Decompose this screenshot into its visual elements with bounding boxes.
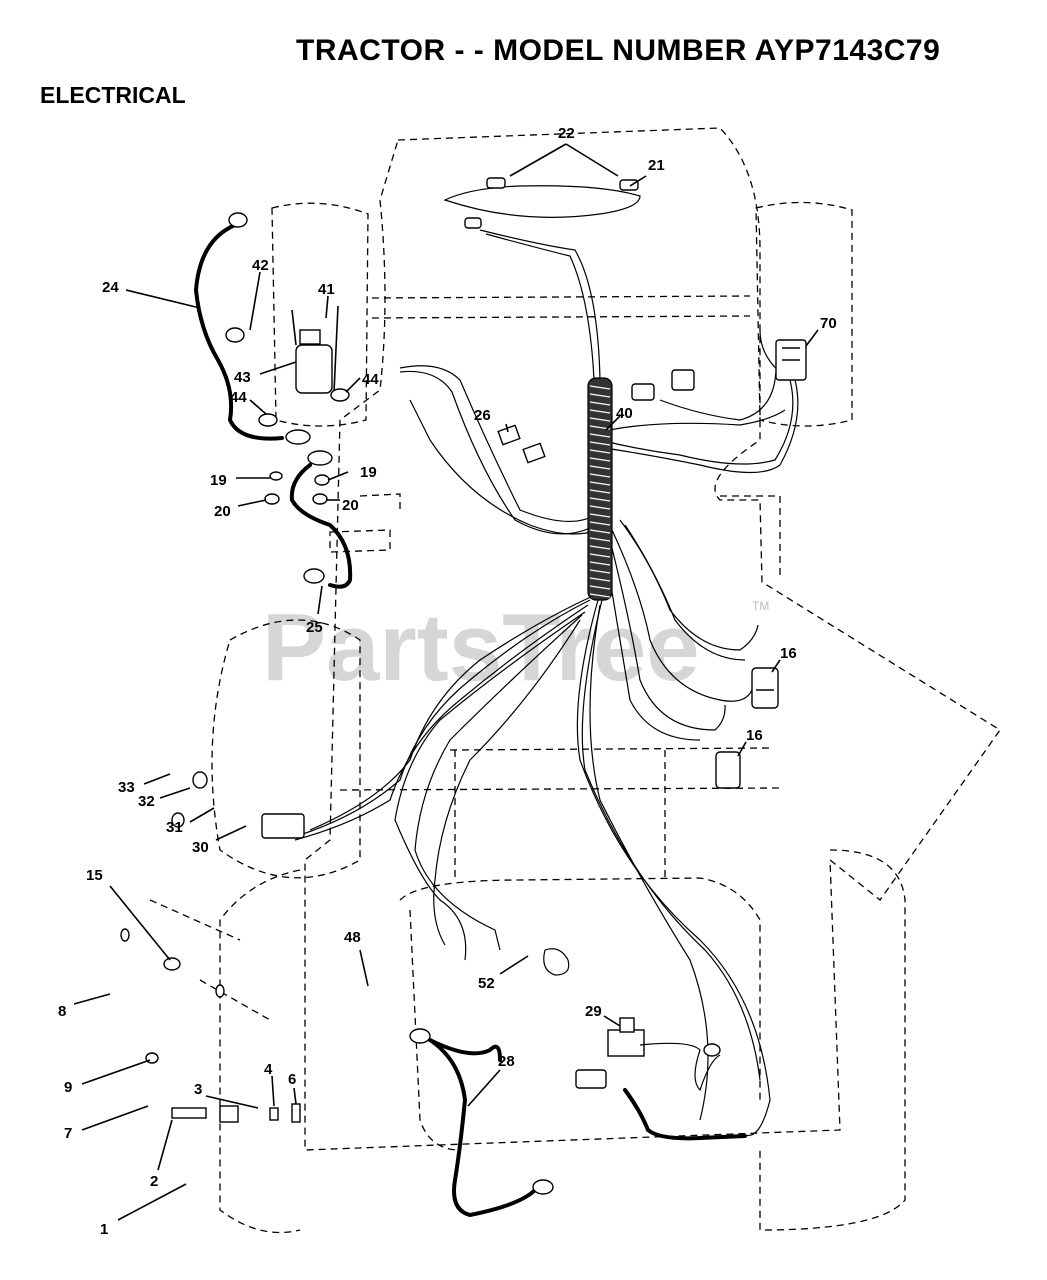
callout-40: 40 [616, 405, 633, 422]
conduit-rib [589, 481, 611, 486]
section-heading: ELECTRICAL [40, 82, 186, 108]
conduit-rib [589, 449, 611, 454]
conduit-rib [589, 473, 611, 478]
fuse-holder-26 [497, 424, 546, 464]
conduit-rib [589, 401, 611, 406]
conduit-rib [589, 521, 611, 526]
cable-terminal-ring [532, 1179, 554, 1195]
battery-cable-28 [428, 1038, 537, 1218]
conduit-rib [589, 545, 611, 550]
conduit-rib [589, 513, 611, 518]
conduit-rib [589, 385, 611, 390]
conduit-rib [589, 393, 611, 398]
callout-41: 41 [318, 281, 335, 298]
callout-21: 21 [648, 157, 665, 174]
switch-29 [575, 1017, 721, 1092]
callout-70: 70 [820, 315, 837, 332]
conduit-rib [589, 441, 611, 446]
conduit-rib [589, 593, 611, 598]
callout-25: 25 [306, 619, 323, 636]
callout-31: 31 [166, 819, 183, 836]
conduit-rib [589, 505, 611, 510]
callout-15: 15 [86, 867, 103, 884]
watermark-tm: TM [752, 599, 769, 613]
switch-plug-16a [751, 667, 779, 709]
callout-2: 2 [150, 1173, 158, 1190]
cable-terminal-ring [228, 212, 248, 228]
conduit-rib [589, 577, 611, 582]
callout-32: 32 [138, 793, 155, 810]
conduit-rib [589, 585, 611, 590]
callout-8: 8 [58, 1003, 66, 1020]
callout-44a: 44 [362, 371, 379, 388]
switch-plug-16b [715, 751, 741, 789]
callout-6: 6 [288, 1071, 296, 1088]
callout-4: 4 [264, 1061, 273, 1078]
callout-30: 30 [192, 839, 209, 856]
conduit-rib [589, 529, 611, 534]
callout-3: 3 [194, 1081, 202, 1098]
conduit-rib [589, 457, 611, 462]
plug-connector [631, 369, 695, 401]
wire-conduit [587, 377, 613, 601]
conduit-rib [589, 433, 611, 438]
battery-cable-24 [193, 223, 284, 441]
wire-connector-21 [464, 177, 639, 229]
callout-20a: 20 [214, 503, 231, 520]
cable-terminal-ring [409, 1028, 431, 1044]
ignition-connector-30 [261, 813, 305, 839]
callout-22: 22 [558, 125, 575, 142]
cable-terminal-ring [303, 568, 325, 584]
callout-29: 29 [585, 1003, 602, 1020]
conduit-rib [589, 489, 611, 494]
callout-16a: 16 [780, 645, 797, 662]
callout-26: 26 [474, 407, 491, 424]
conduit-rib [589, 553, 611, 558]
callout-labels: 22 21 24 42 41 70 43 44 44 26 40 19 19 2… [58, 125, 837, 1238]
callout-19a: 19 [210, 472, 227, 489]
callout-52: 52 [478, 975, 495, 992]
battery-cable-28-top [428, 1038, 502, 1062]
ground-cable-25 [289, 463, 353, 589]
conduit-rib [589, 465, 611, 470]
callout-33: 33 [118, 779, 135, 796]
callout-42: 42 [252, 257, 269, 274]
callout-7: 7 [64, 1125, 72, 1142]
callout-20b: 20 [342, 497, 359, 514]
coiled-wire [623, 1088, 747, 1141]
callout-19b: 19 [360, 464, 377, 481]
conduit-rib [589, 537, 611, 542]
conduit-rib [589, 417, 611, 422]
wiring-harness [294, 185, 799, 1137]
callout-24: 24 [102, 279, 119, 296]
page-title: TRACTOR - - MODEL NUMBER AYP7143C79 [296, 34, 941, 67]
callout-leaders [73, 143, 819, 1221]
conduit-rib [589, 561, 611, 566]
conduit-rib [589, 409, 611, 414]
starter-solenoid [225, 305, 350, 505]
callout-44b: 44 [230, 389, 247, 406]
callout-28: 28 [498, 1053, 515, 1070]
callout-1: 1 [100, 1221, 108, 1238]
conduit-rib [589, 569, 611, 574]
callout-16b: 16 [746, 727, 763, 744]
callout-9: 9 [64, 1079, 72, 1096]
callout-48: 48 [344, 929, 361, 946]
conduit-rib [589, 497, 611, 502]
callout-43: 43 [234, 369, 251, 386]
connector-70 [775, 339, 807, 381]
tractor-outline [149, 127, 1001, 1234]
